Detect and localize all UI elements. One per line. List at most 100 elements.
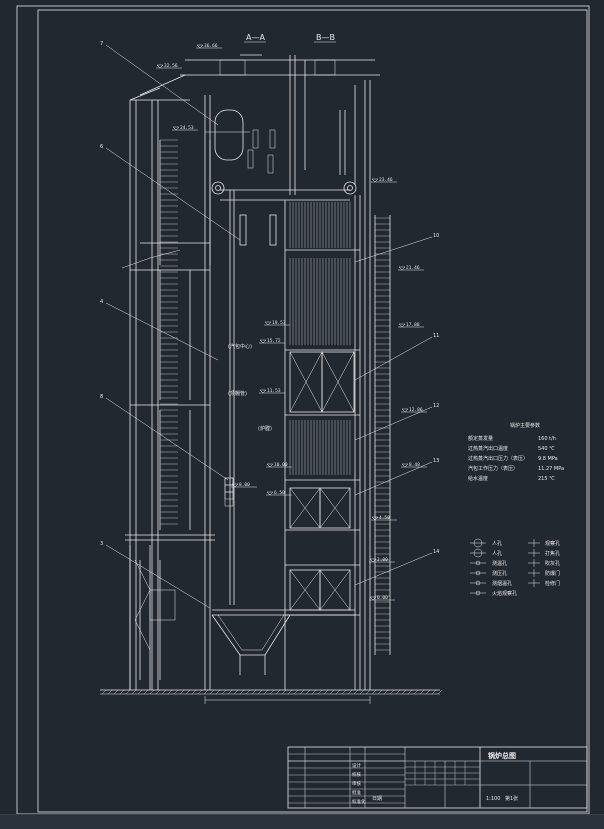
legend-symbol-left: 火焰观察孔 [470,590,517,597]
svg-text:160 t/h: 160 t/h [538,436,556,442]
svg-text:4.50: 4.50 [379,515,390,521]
legend-symbol-right: 检修门 [528,579,560,587]
svg-text:2.00: 2.00 [377,557,388,563]
callout-leaders [105,44,433,609]
svg-text:23.46: 23.46 [379,177,393,183]
svg-text:吹灰孔: 吹灰孔 [545,560,560,567]
callout-4: 4 [100,299,103,305]
inner-frame [37,9,588,813]
left-ladder-rungs [160,139,178,525]
svg-text:36.66: 36.66 [204,43,218,49]
roof-tube-label: (顶棚管) [228,390,247,397]
elevation-24.53: 24.53 [172,125,198,131]
elevation-36.66: 36.66 [196,43,222,49]
title-block-row: 设计 [352,762,361,769]
param-row: 汽包工作压力（表压） 11.27 MPa [468,465,564,472]
elevation-21.46: 21.46 [398,265,424,271]
drum-center-label: (汽包中心) [228,343,252,350]
svg-text:人孔: 人孔 [492,550,502,557]
svg-text:汽包工作压力（表压）: 汽包工作压力（表压） [468,465,518,472]
elevation-10.00: 10.00 [266,462,292,468]
svg-text:人孔: 人孔 [492,540,502,547]
callout-3: 3 [100,541,103,547]
elevation-8.00: 8.00 [231,482,257,488]
sheet-label: 第1张 [505,795,518,802]
section-label-b: B—B [314,33,336,43]
svg-text:215 ℃: 215 ℃ [538,476,555,482]
elevation-2.00: 2.00 [369,557,395,563]
svg-text:12.86: 12.86 [409,407,423,413]
svg-text:24.53: 24.53 [180,125,194,131]
legend-symbol-right: 观察孔 [528,539,560,547]
air-preheater-upper [289,351,355,413]
svg-text:540 ℃: 540 ℃ [538,446,555,452]
elevation-4.50: 4.50 [371,515,397,521]
callout-12: 12 [433,403,439,409]
title-block-row: 审核 [352,780,361,787]
svg-text:过热蒸汽出口温度: 过热蒸汽出口温度 [468,445,508,452]
elevation-19.53: 19.53 [264,320,290,326]
ground-line [100,689,440,695]
steam-piping [239,55,356,246]
elevation-8.48: 8.48 [401,462,427,468]
svg-text:11.53: 11.53 [267,388,281,394]
inner-labels: (汽包中心) (顶棚管) (炉膛) [228,343,272,432]
legend-symbol-left: 人孔 [470,548,502,558]
svg-text:火焰观察孔: 火焰观察孔 [492,590,517,597]
legend-symbol-right: 防爆门 [528,569,560,577]
legend-symbol-left: 测压孔 [470,570,507,577]
svg-text:6.50: 6.50 [274,490,285,496]
callout-10: 10 [433,233,439,239]
date-label: 日期 [372,796,382,802]
svg-text:10.00: 10.00 [274,462,288,468]
svg-text:A—A: A—A [246,33,265,42]
air-preheater-lower [289,487,351,611]
lower-left-stair [129,545,176,690]
svg-text:15.72: 15.72 [267,338,281,344]
legend-symbol-right: 打焦孔 [528,549,560,557]
right-ladder [374,215,391,655]
callout-11: 11 [433,333,439,339]
svg-text:打焦孔: 打焦孔 [545,550,560,557]
steam-drum [205,109,357,195]
scale-label: 1:100 [486,796,500,802]
right-ladder-rungs [375,217,390,651]
elevation-15.72: 15.72 [259,338,285,344]
left-steel-structure [121,74,215,690]
svg-text:B—B: B—B [316,33,335,42]
legend-symbol-left: 测温孔 [470,560,507,567]
elevation-17.88: 17.88 [398,322,424,328]
outer-frame [16,5,590,815]
ash-hopper [211,614,291,675]
burners [224,477,234,507]
elevation-6.50: 6.50 [266,490,292,496]
callout-6: 6 [100,144,103,150]
ground-hatch [101,689,443,695]
svg-text:8.00: 8.00 [239,482,250,488]
callout-13: 13 [433,458,439,464]
svg-text:过热蒸汽出口压力（表压）: 过热蒸汽出口压力（表压） [468,455,528,462]
drawing-title: 锅炉总图 [487,751,516,760]
elevation-32.56: 32.56 [156,63,182,69]
svg-text:19.53: 19.53 [272,320,286,326]
convection-pass-casing [284,80,371,690]
overall-width-dimension [204,696,371,704]
svg-text:21.46: 21.46 [406,265,420,271]
elevation-0.00: 0.00 [369,595,395,601]
param-row: 过热蒸汽出口温度 540 ℃ [468,445,555,452]
svg-text:9.8 MPa: 9.8 MPa [538,456,558,462]
furnace-label: (炉膛) [258,425,272,432]
svg-text:观察孔: 观察孔 [545,540,560,547]
svg-text:额定蒸发量: 额定蒸发量 [468,435,493,442]
svg-text:测压孔: 测压孔 [492,570,507,577]
legend-symbol-left: 人孔 [470,538,502,548]
svg-text:11.27 MPa: 11.27 MPa [538,466,564,472]
callout-7: 7 [100,41,103,47]
param-row: 过热蒸汽出口压力（表压） 9.8 MPa [468,455,558,462]
legend-symbol-right: 吹灰孔 [528,559,560,567]
svg-text:17.88: 17.88 [406,322,420,328]
